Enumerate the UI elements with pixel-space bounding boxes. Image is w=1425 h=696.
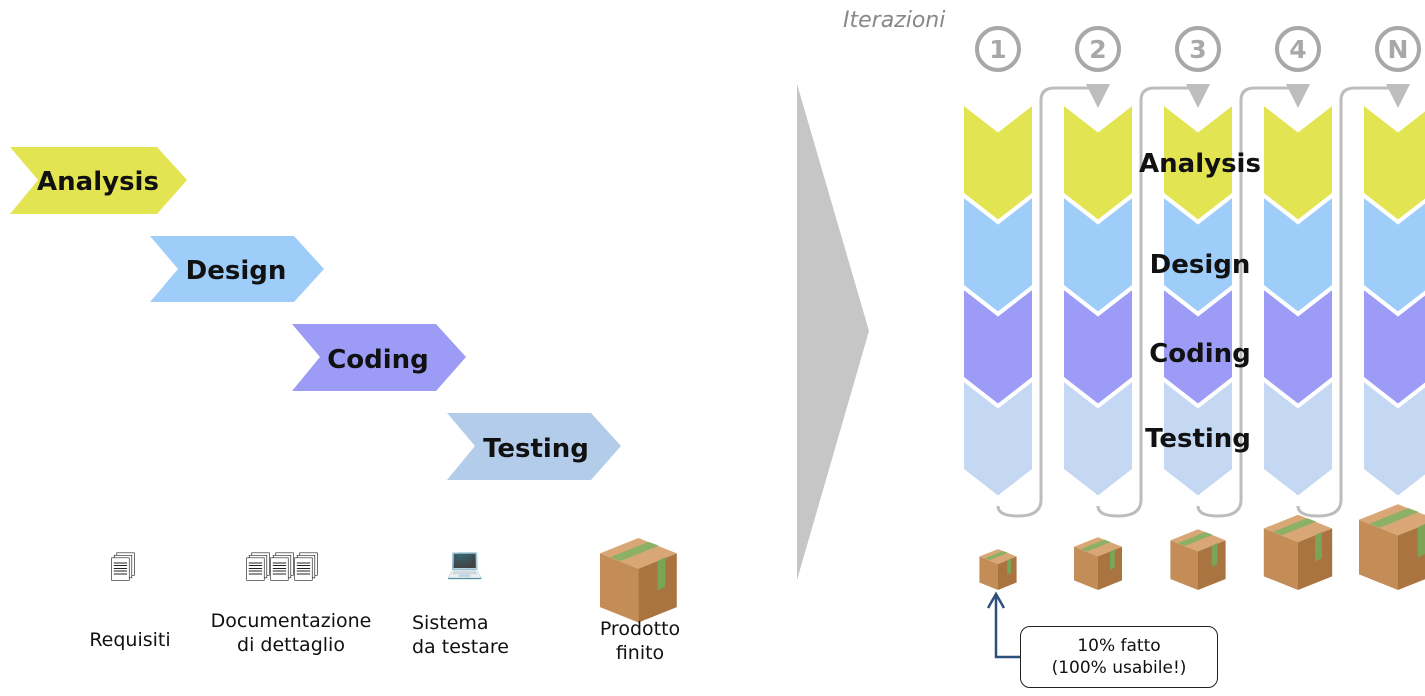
iteration-circle [1275, 26, 1321, 72]
iteration-number: 4 [1289, 35, 1306, 64]
waterfall-chevron-testing [447, 413, 621, 480]
waterfall-label-design: Design [186, 256, 287, 286]
iteration-boxes [979, 504, 1425, 590]
product-box-icon [1359, 504, 1425, 590]
iter-label-testing: Testing [1145, 424, 1251, 454]
iter-label-coding: Coding [1149, 339, 1251, 369]
iteration-circle [1075, 26, 1121, 72]
waterfall-phase-testing: Testing [447, 413, 621, 480]
iterative-phase-labels: Analysis Design Coding Testing [1139, 149, 1261, 454]
waterfall-label-coding: Coding [327, 345, 429, 375]
iteration-2-analysis-chevron [1060, 97, 1136, 225]
iteration-number: 2 [1089, 35, 1106, 64]
iteration-number: 3 [1189, 35, 1206, 64]
callout-arrow [986, 591, 1020, 659]
callout-box: 10% fatto (100% usabile!) [1020, 626, 1218, 688]
product-box-icon [1263, 514, 1333, 590]
transition-arrow [797, 84, 869, 580]
waterfall-phase-design: Design [150, 236, 324, 302]
iteration-number: N [1388, 35, 1409, 64]
product-box-icon [1074, 537, 1122, 590]
waterfall-chevron-analysis [10, 147, 187, 214]
iteration-loops [996, 83, 1425, 518]
iteration-loop-connector [1096, 83, 1210, 518]
iteration-columns [960, 97, 1425, 501]
iteration-3-analysis-chevron [1160, 97, 1236, 225]
iteration-N-analysis-chevron [1360, 97, 1425, 225]
waterfall-label-analysis: Analysis [37, 167, 159, 197]
iteration-circle [1375, 26, 1421, 72]
waterfall-phase-coding: Coding [292, 324, 466, 391]
artifact-label-documentazione: Documentazione di dettaglio [210, 610, 372, 656]
iter-label-design: Design [1150, 250, 1251, 280]
iteration-number: 1 [989, 35, 1006, 64]
documents-icon: 🗐🗐🗐 [245, 554, 319, 584]
product-box-icon [979, 549, 1017, 590]
artifact-label-requisiti: Requisiti [89, 629, 171, 651]
waterfall-label-testing: Testing [483, 434, 589, 464]
product-box-icon [1170, 529, 1226, 590]
iteration-1-analysis-chevron [960, 97, 1036, 225]
iteration-circles: 1 2 3 4 N [975, 26, 1421, 72]
computer-icon: 💻 [446, 546, 484, 581]
iteration-circle [1175, 26, 1221, 72]
waterfall-chevron-coding [292, 324, 466, 391]
iteration-loop-connector [1296, 83, 1410, 518]
iteration-loop-connector [1196, 83, 1310, 518]
iteration-4-analysis-chevron [1260, 97, 1336, 225]
artifact-label-prodotto: Prodotto finito [599, 618, 681, 664]
iterations-title: Iterazioni [843, 8, 946, 33]
waterfall-phase-analysis: Analysis [10, 147, 187, 214]
document-icon: 🗐 [110, 554, 136, 584]
waterfall: Analysis Design Coding Testing [10, 147, 621, 480]
iteration-loop-connector [996, 83, 1110, 518]
artifact-box-icon [600, 538, 677, 623]
artifact-label-sistema: Sistema da testare [412, 612, 509, 658]
iter-label-analysis: Analysis [1139, 149, 1261, 179]
waterfall-chevron-design [150, 236, 324, 302]
iteration-circle [975, 26, 1021, 72]
